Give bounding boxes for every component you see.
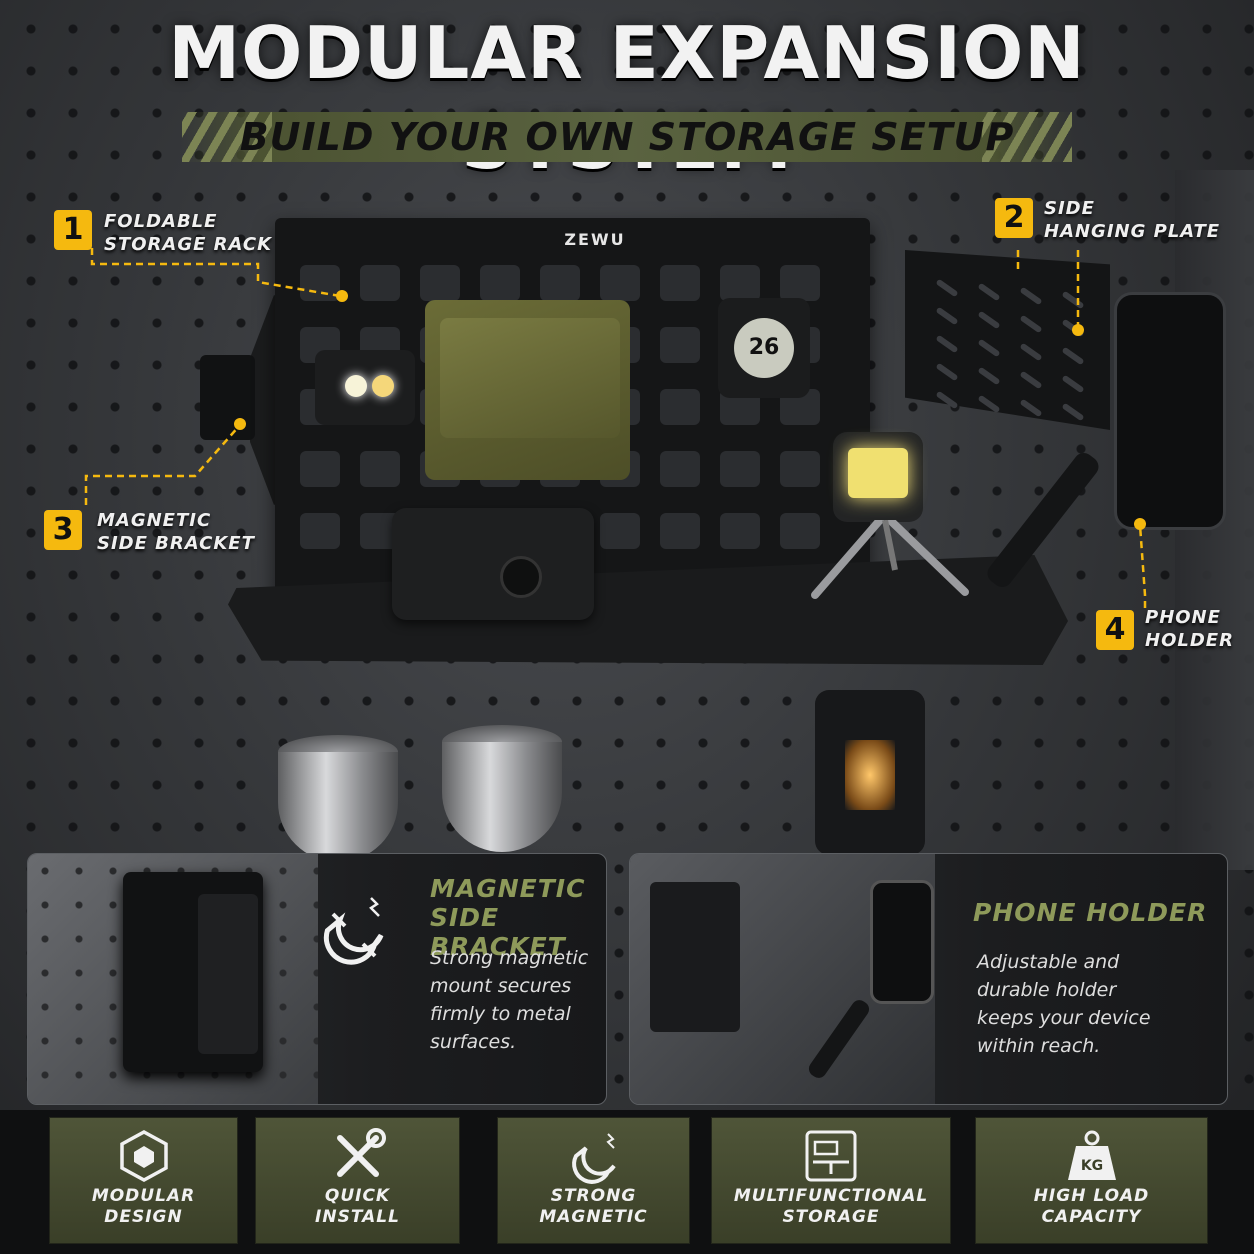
card-title-magnetic-side-bracket: MAGNETIC SIDE BRACKET: [430, 874, 586, 961]
steel-cup: [278, 752, 398, 862]
pouch-flap: [440, 318, 620, 438]
card-title-phone-holder: PHONE HOLDER: [973, 898, 1208, 927]
feature-label: HIGH LOAD CAPACITY: [1033, 1186, 1150, 1227]
stripe-decoration-left: [182, 112, 272, 162]
callout-label-magnetic-side-bracket: MAGNETIC SIDE BRACKET: [97, 510, 255, 554]
card-description-magnetic-side-bracket: Strong magnetic mount secures firmly to …: [430, 947, 589, 1053]
rack-cell: [480, 265, 520, 301]
rack-cell: [420, 265, 460, 301]
rack-cell: [600, 265, 640, 301]
side-plate-photo: [650, 882, 740, 1032]
feature-quick-install: QUICK INSTALL: [255, 1117, 460, 1244]
rack-cell: [360, 265, 400, 301]
feature-label: MULTIFUNCTIONAL STORAGE: [733, 1186, 929, 1227]
smartphone: [1114, 292, 1226, 530]
storage-shelf-icon: [805, 1130, 857, 1182]
rack-cell: [660, 451, 700, 487]
subtitle-band: [180, 112, 1074, 162]
page-subtitle: BUILD YOUR OWN STORAGE SETUP: [239, 115, 1015, 159]
card-magnetic-side-bracket: MAGNETIC SIDE BRACKET Strong magnetic mo…: [27, 853, 607, 1105]
callout-badge-1: 1: [54, 210, 92, 250]
headlamp-led-icon: [345, 375, 367, 397]
rack-cell: [780, 265, 820, 301]
card-description-phone-holder: Adjustable and durable holder keeps your…: [977, 951, 1151, 1057]
rack-cell: [720, 265, 760, 301]
magnet-icon: [571, 1133, 616, 1184]
feature-label: MODULAR DESIGN: [91, 1186, 196, 1227]
weight-kg-icon: KG: [1067, 1130, 1116, 1180]
brand-logo: ZEWU: [564, 230, 626, 249]
feature-label: QUICK INSTALL: [315, 1186, 400, 1227]
weight-kg-icon-text: KG: [1080, 1158, 1102, 1174]
rack-cell: [660, 265, 700, 301]
callout-badge-2: 2: [995, 198, 1033, 238]
stripe-decoration-right: [982, 112, 1072, 162]
rack-cell: [360, 451, 400, 487]
magnet-icon: [323, 897, 384, 965]
gauge-reading: 26: [734, 318, 794, 378]
phone-arm-photo: [805, 996, 873, 1082]
rack-cell: [660, 513, 700, 549]
rack-cell: [780, 451, 820, 487]
tools-icon: [336, 1128, 386, 1177]
card-photo-bracket: [28, 854, 318, 1104]
rack-cell: [300, 451, 340, 487]
callout-badge-3: 3: [44, 510, 82, 550]
rack-cell: [540, 265, 580, 301]
rack-cell: [660, 327, 700, 363]
feature-high-load-capacity: KG HIGH LOAD CAPACITY: [975, 1117, 1208, 1244]
callout-label-side-hanging-plate: SIDE HANGING PLATE: [1044, 198, 1221, 242]
work-light-lamp: [848, 448, 908, 498]
rack-cell: [720, 513, 760, 549]
rack-cell: [300, 265, 340, 301]
phone-photo: [870, 880, 934, 1004]
callout-badge-4: 4: [1096, 610, 1134, 650]
rack-cell: [600, 513, 640, 549]
emergency-radio: [392, 508, 594, 620]
bracket-plate: [198, 894, 258, 1054]
callout-label-phone-holder: PHONE HOLDER: [1145, 607, 1234, 651]
card-phone-holder: PHONE HOLDER Adjustable and durable hold…: [629, 853, 1228, 1105]
feature-modular-design: MODULAR DESIGN: [49, 1117, 238, 1244]
headlamp-led-icon: [372, 375, 394, 397]
rack-cell: [660, 389, 700, 425]
rack-cell: [300, 513, 340, 549]
magnetic-side-bracket-art: [200, 355, 255, 440]
rack-cell: [720, 451, 760, 487]
card-photo-phone-holder: [630, 854, 935, 1104]
feature-multifunctional-storage: MULTIFUNCTIONAL STORAGE: [711, 1117, 951, 1244]
rack-cell: [780, 513, 820, 549]
steel-cup: [442, 742, 562, 852]
radio-knob: [500, 556, 542, 598]
modular-cube-icon: [119, 1130, 168, 1182]
feature-label: STRONG MAGNETIC: [539, 1186, 648, 1227]
tripod: [811, 520, 969, 599]
feature-strong-magnetic: STRONG MAGNETIC: [497, 1117, 690, 1244]
callout-label-foldable-storage-rack: FOLDABLE STORAGE RACK: [104, 211, 273, 255]
lantern-glow: [845, 740, 895, 810]
